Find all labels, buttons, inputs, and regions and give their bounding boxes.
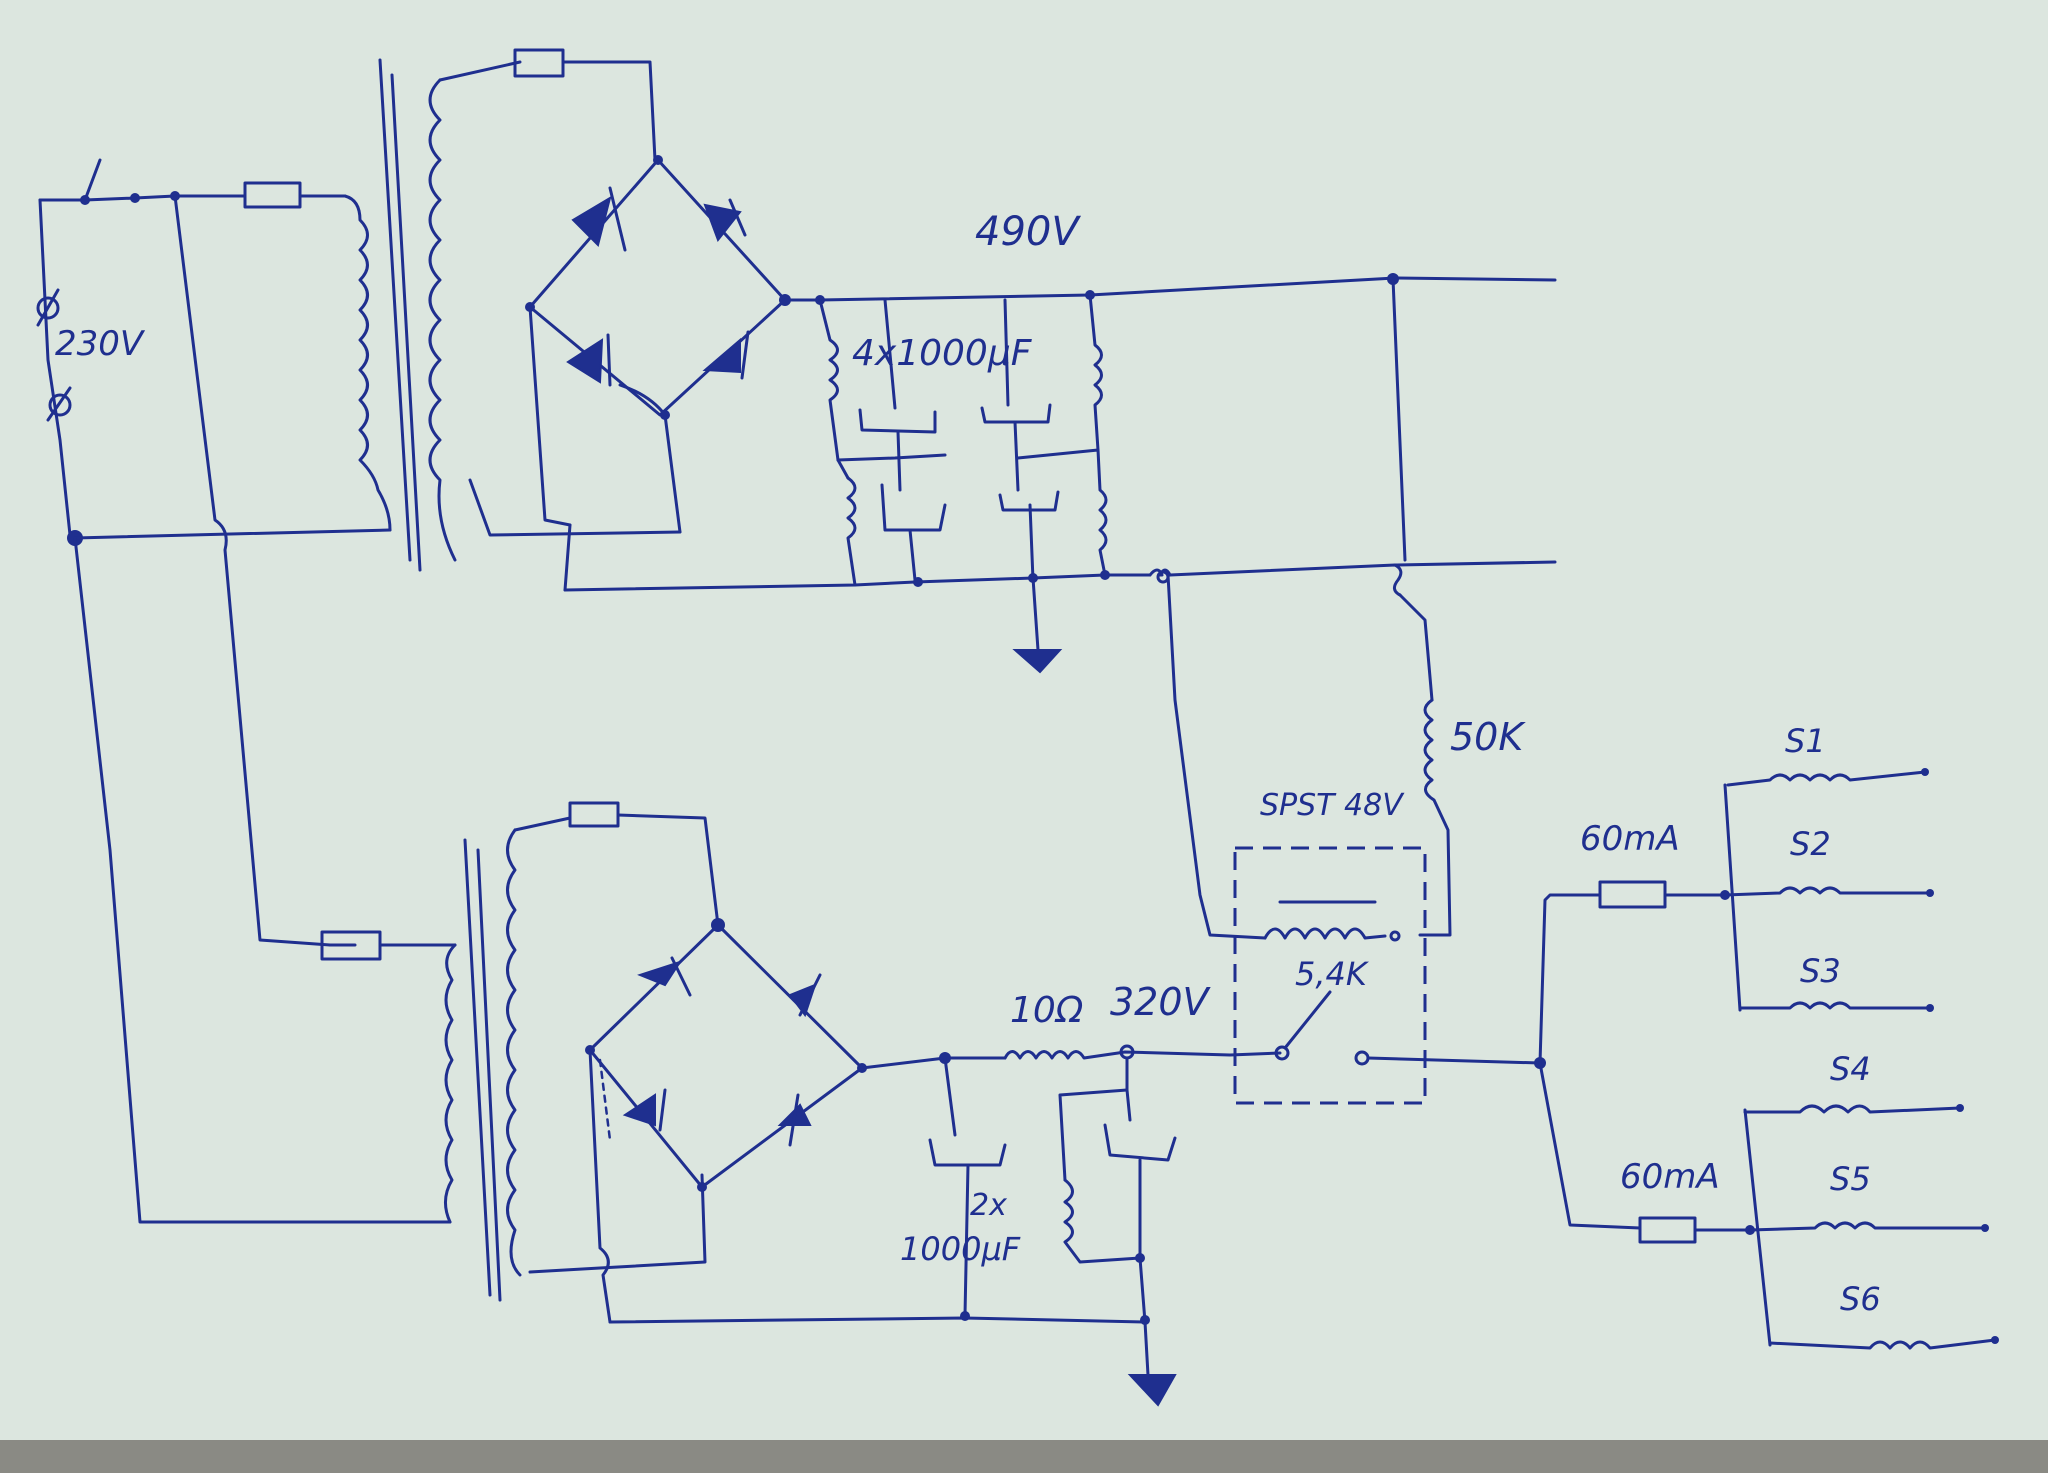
string-s2-label: S2 bbox=[1790, 825, 1831, 863]
resistor-10-ohm-label: 10Ω bbox=[1010, 990, 1084, 1031]
relay-label: SPST 48V bbox=[1260, 788, 1405, 823]
mains-input: 230V bbox=[36, 158, 452, 1224]
fuse-b-label: 60mA bbox=[1620, 1157, 1720, 1197]
transformer-top bbox=[343, 48, 682, 572]
resistor-50k-label: 50K bbox=[1450, 715, 1526, 759]
mains-voltage-label: 230V bbox=[55, 324, 146, 364]
transformer-bottom bbox=[320, 801, 720, 1302]
fuse-a-label: 60mA bbox=[1580, 819, 1680, 859]
mains-fuse-top bbox=[238, 181, 347, 209]
hv-voltage-label: 490V bbox=[975, 209, 1081, 255]
hv-filter: 490V 4x1000µF bbox=[563, 209, 1557, 674]
hv-caps-label: 4x1000µF bbox=[852, 333, 1033, 374]
string-s3-label: S3 bbox=[1800, 952, 1841, 990]
string-s1-label: S1 bbox=[1785, 722, 1826, 760]
lv-filter: 10Ω 320V 2x 1000µF bbox=[608, 980, 1282, 1407]
string-s4-label: S4 bbox=[1830, 1050, 1871, 1088]
relay-circuit: 50K SPST 48V 5,4K bbox=[1166, 277, 1542, 1105]
lv-caps-count-label: 2x bbox=[970, 1188, 1007, 1223]
bridge-rectifier-bottom bbox=[585, 918, 867, 1324]
lv-voltage-label: 320V bbox=[1110, 980, 1212, 1024]
output-distribution: 60mA 60mA S1 S2 S3 S4 S5 S6 bbox=[1534, 722, 1999, 1350]
lv-caps-value-label: 1000µF bbox=[900, 1230, 1021, 1268]
bridge-rectifier-top bbox=[525, 155, 791, 592]
string-s5-label: S5 bbox=[1830, 1160, 1871, 1198]
string-s6-label: S6 bbox=[1840, 1280, 1881, 1318]
relay-coil-label: 5,4K bbox=[1295, 955, 1370, 993]
